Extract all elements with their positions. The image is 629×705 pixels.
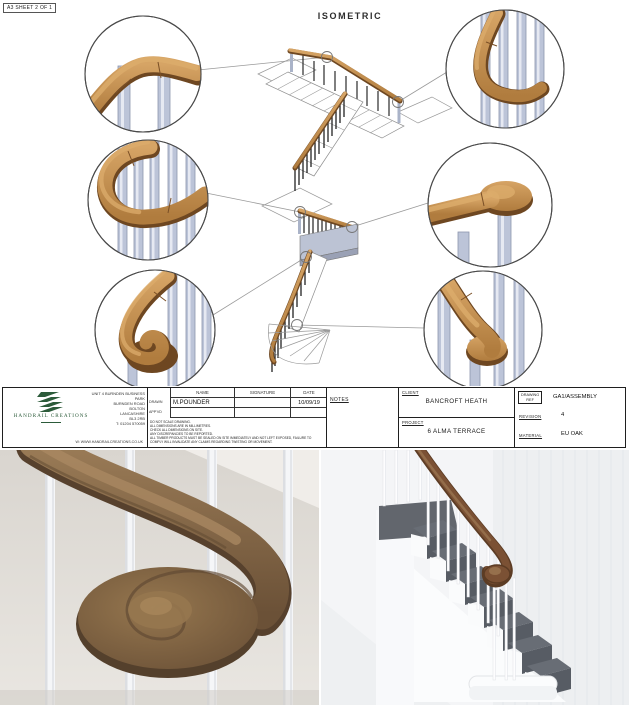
landing-wall: [376, 510, 414, 705]
table-header-row: NAME SIGNATURE DATE: [170, 388, 327, 398]
company-name: HANDRAIL CREATIONS: [13, 413, 89, 419]
company-rule: [41, 422, 61, 423]
project-value: 6 ALMA TERRACE: [427, 428, 486, 435]
address-line: LANCASHIRE: [120, 411, 145, 416]
sheet-size-label: A3 SHEET 2 OF 1: [3, 3, 57, 13]
fine-print-line: DO NOT SCALE DRAWING.: [150, 420, 191, 424]
render-photo-staircase: [321, 450, 629, 705]
address-line: BL3 2RB: [129, 416, 145, 421]
drawing-ref-row: DRAWING REF GA1/ASSEMBLY: [515, 388, 626, 409]
col-signature: SIGNATURE: [234, 388, 290, 398]
revision-label: REVISION: [519, 414, 542, 419]
address-line: BOLTON: [129, 406, 145, 411]
drawn-label: DRAWN: [149, 400, 163, 404]
signature-table: DRAWN APP'VD NAME SIGNATURE DATE M.POUND…: [147, 388, 327, 447]
render-handrail: [414, 450, 513, 588]
address-line: BURNDEN ROAD: [113, 401, 145, 406]
curtail-base: [468, 675, 558, 700]
material-label: MATERIAL: [519, 433, 543, 438]
col-name: NAME: [170, 388, 234, 398]
floor-shadow: [0, 690, 319, 705]
company-website: W: WWW.HANDRAILCREATIONS.CO.UK: [75, 440, 143, 444]
fine-print-line: ANY DISCREPANCIES TO BE REPORTED.: [150, 432, 213, 436]
walnut-handrail-volute: [16, 450, 292, 678]
detail-circle-volute: [94, 269, 216, 386]
volute-render: [0, 450, 319, 705]
drawing-ref-label: DRAWING REF: [518, 391, 543, 405]
staircase-render: [321, 450, 629, 705]
client-section: CLIENT BANCROFT HEATH: [399, 388, 514, 418]
detail-markers: [291, 51, 404, 331]
company-address: UNIT 4 BURNDEN BUSINESS PARK BURNDEN ROA…: [92, 391, 145, 426]
staircase-isometric: [257, 48, 453, 372]
drawn-row: M.POUNDER 10/09/19: [170, 398, 327, 408]
render-photo-volute: [0, 450, 319, 705]
address-line: UNIT 4 BURNDEN BUSINESS: [91, 391, 145, 396]
col-date: DATE: [290, 388, 327, 398]
approved-row: [170, 408, 327, 418]
leader-lines: [197, 56, 448, 329]
approved-signature: [234, 408, 290, 418]
fine-print: DO NOT SCALE DRAWING. ALL DIMENSIONS ARE…: [150, 420, 322, 444]
drawing-ref-label-line2: REF: [526, 397, 534, 402]
view-title: ISOMETRIC: [317, 11, 383, 21]
fine-print-line: ALL DIMENSIONS ARE IN MILLIMETRES.: [150, 424, 211, 428]
detail-circle-end-cap: [427, 142, 553, 268]
revision-value: 4: [561, 412, 565, 418]
drawing-ref-value: GA1/ASSEMBLY: [553, 394, 598, 400]
drawing-ref-label-line1: DRAWING: [521, 393, 540, 397]
material-value: EU OAK: [561, 431, 583, 437]
revision-row: REVISION 4: [515, 409, 626, 428]
drawn-name: M.POUNDER: [170, 398, 234, 408]
client-project-cell: CLIENT BANCROFT HEATH PROJECT 6 ALMA TER…: [398, 388, 514, 447]
notes-label: NOTES: [330, 397, 349, 403]
project-section: PROJECT 6 ALMA TERRACE: [399, 418, 514, 448]
company-cell: HANDRAIL CREATIONS UNIT 4 BURNDEN BUSINE…: [3, 388, 147, 447]
address-line: PARK: [134, 396, 145, 401]
approved-label: APP'VD: [149, 410, 162, 414]
drawn-date: 10/09/19: [290, 398, 327, 408]
fine-print-line: CHECK ALL DIMENSIONS ON SITE.: [150, 428, 204, 432]
notes-cell: NOTES: [326, 388, 398, 447]
approved-date: [290, 408, 327, 418]
project-label: PROJECT: [402, 420, 424, 425]
drawing-sheet: A3 SHEET 2 OF 1 ISOMETRIC: [2, 3, 626, 448]
detail-circle-corner-bend: [84, 15, 202, 133]
client-label: CLIENT: [402, 390, 419, 395]
reference-cell: DRAWING REF GA1/ASSEMBLY REVISION 4 MATE…: [514, 388, 626, 447]
approved-name: [170, 408, 234, 418]
client-value: BANCROFT HEATH: [425, 398, 488, 405]
fine-print-line: ALL TIMBER PRODUCTS MUST BE SEALED ON SI…: [150, 436, 312, 444]
detail-circle-s-ramp: [445, 9, 565, 129]
address-line: T: 01204 570059: [116, 421, 145, 426]
isometric-drawing: [84, 9, 565, 386]
drawn-signature: [234, 398, 290, 408]
title-block: HANDRAIL CREATIONS UNIT 4 BURNDEN BUSINE…: [2, 387, 626, 448]
detail-circle-drop-end: [423, 270, 543, 386]
material-row: MATERIAL EU OAK: [515, 428, 626, 447]
detail-circle-u-bend: [87, 139, 209, 261]
company-logo-icon: [37, 392, 63, 412]
